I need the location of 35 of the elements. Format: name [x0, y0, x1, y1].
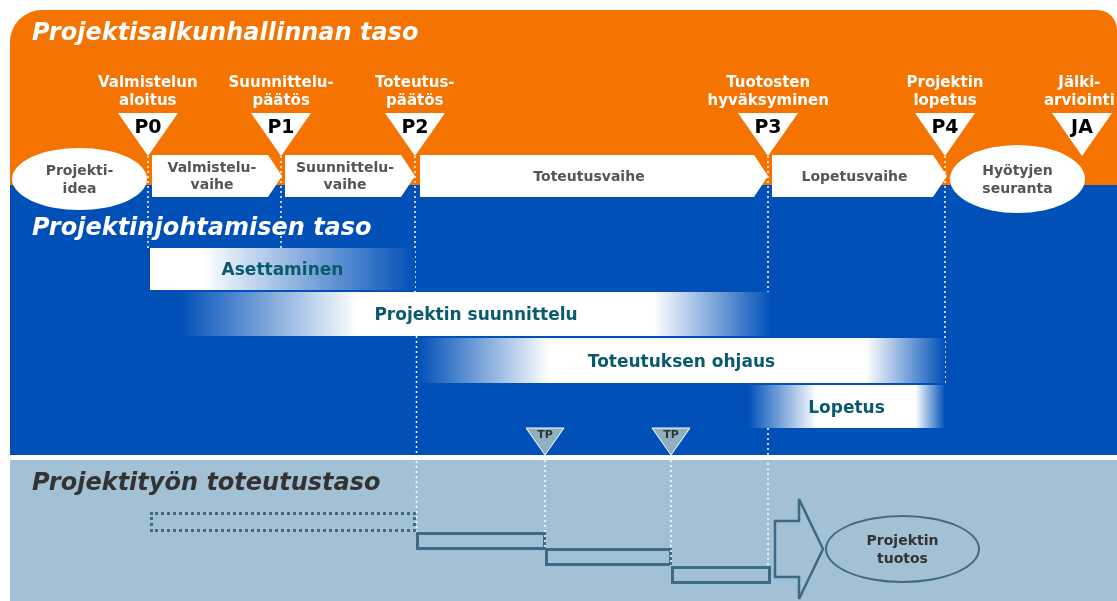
dashed-box — [150, 512, 416, 532]
milestone-triangle: JA — [1052, 113, 1112, 156]
milestone-triangle: P1 — [251, 113, 311, 156]
milestone-label: Jälki- arviointi — [1044, 73, 1115, 109]
work-step-box — [416, 532, 546, 550]
activity-bar: Asettaminen — [150, 248, 415, 290]
milestone-label: Projektin lopetus — [906, 73, 984, 109]
work-step-box — [671, 566, 771, 584]
band-heading: Projektityön toteutustaso — [32, 468, 381, 496]
block-arrow — [773, 497, 825, 601]
milestone-triangle: P4 — [915, 113, 975, 156]
milestone-label: Toteutus- päätös — [375, 73, 455, 109]
band-heading: Projektisalkunhallinnan taso — [32, 18, 419, 46]
activity-bar: Toteutuksen ohjaus — [418, 338, 945, 383]
milestone-triangle: P0 — [118, 113, 178, 156]
band-heading: Projektinjohtamisen taso — [32, 213, 372, 241]
dotted-line — [415, 335, 418, 533]
checkpoint-triangle: TP — [652, 428, 690, 455]
milestone-label: Suunnittelu- päätös — [228, 73, 334, 109]
activity-bar: Projektin suunnittelu — [180, 292, 772, 336]
milestone-label: Tuotosten hyväksyminen — [707, 73, 829, 109]
milestone-label: Valmistelun aloitus — [98, 73, 198, 109]
dotted-line — [280, 155, 282, 249]
band-panel — [10, 460, 1117, 601]
milestone-triangle: P3 — [738, 113, 798, 156]
work-step-box — [545, 548, 672, 566]
dotted-line — [767, 155, 769, 293]
result-ellipse: Projektin tuotos — [825, 515, 980, 583]
dotted-line — [147, 155, 149, 249]
dotted-line — [414, 155, 416, 293]
milestone-triangle: P2 — [385, 113, 445, 156]
dotted-line — [767, 427, 769, 567]
dotted-line — [944, 155, 946, 386]
activity-bar: Lopetus — [748, 385, 945, 428]
checkpoint-triangle: TP — [526, 428, 564, 455]
